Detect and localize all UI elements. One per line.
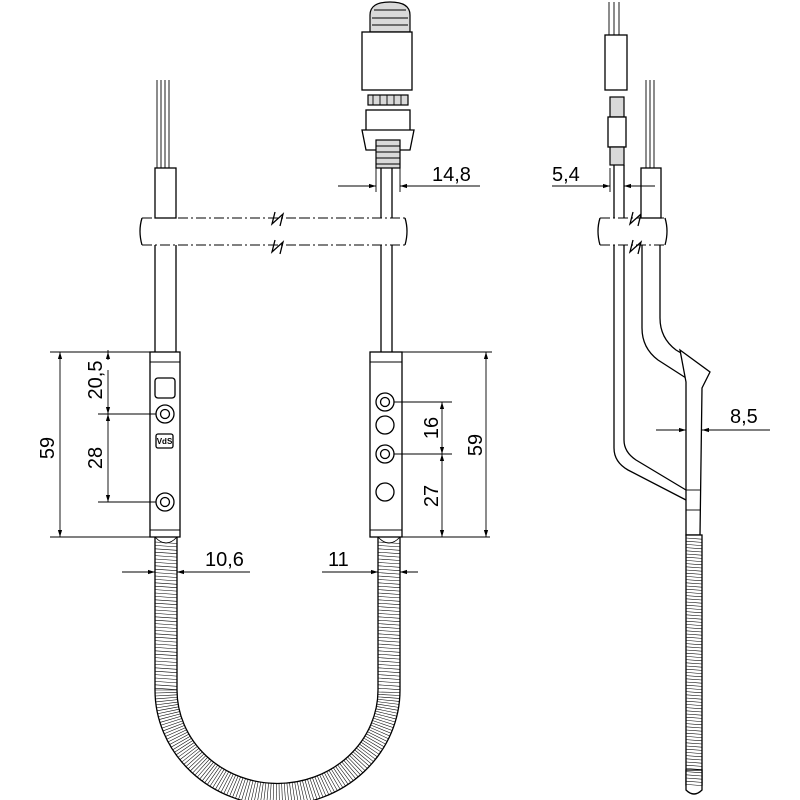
dimension-hose-right: 11 — [322, 540, 418, 578]
side-view — [604, 2, 711, 795]
dim-label-11: 11 — [328, 549, 349, 571]
dim-label-59-right: 59 — [465, 434, 487, 456]
left-cable — [154, 80, 177, 352]
right-sensor-body — [369, 351, 403, 538]
dimension-cable-diameter: 5,4 — [552, 164, 655, 192]
flexible-hose — [154, 536, 401, 800]
dimension-top-offset: 20,5 — [85, 350, 156, 415]
break-lines — [139, 211, 668, 255]
dimension-body-thickness: 8,5 — [656, 406, 770, 440]
dimension-left-height: 59 — [37, 351, 150, 538]
dimension-right-spacings: 16 27 — [394, 401, 490, 538]
dim-label-28: 28 — [85, 447, 107, 469]
dim-label-10-6: 10,6 — [205, 549, 244, 571]
dim-label-20-5: 20,5 — [85, 361, 107, 400]
dim-label-16: 16 — [421, 417, 443, 439]
dim-label-8-5: 8,5 — [730, 406, 758, 428]
dimension-hose-left: 10,6 — [122, 540, 250, 578]
dimension-hole-spacing-left: 28 — [85, 414, 156, 503]
dimension-connector-width: 14,8 — [338, 164, 480, 192]
dimension-right-height: 59 — [402, 351, 492, 537]
dim-label-14-8: 14,8 — [432, 164, 471, 186]
dim-label-5-4: 5,4 — [552, 164, 580, 186]
dim-label-27: 27 — [421, 485, 443, 507]
dim-label-59-left: 59 — [37, 437, 59, 459]
vds-marking: VdS — [157, 437, 173, 446]
connector-assembly — [361, 1, 415, 352]
left-sensor-body: VdS — [149, 351, 181, 538]
